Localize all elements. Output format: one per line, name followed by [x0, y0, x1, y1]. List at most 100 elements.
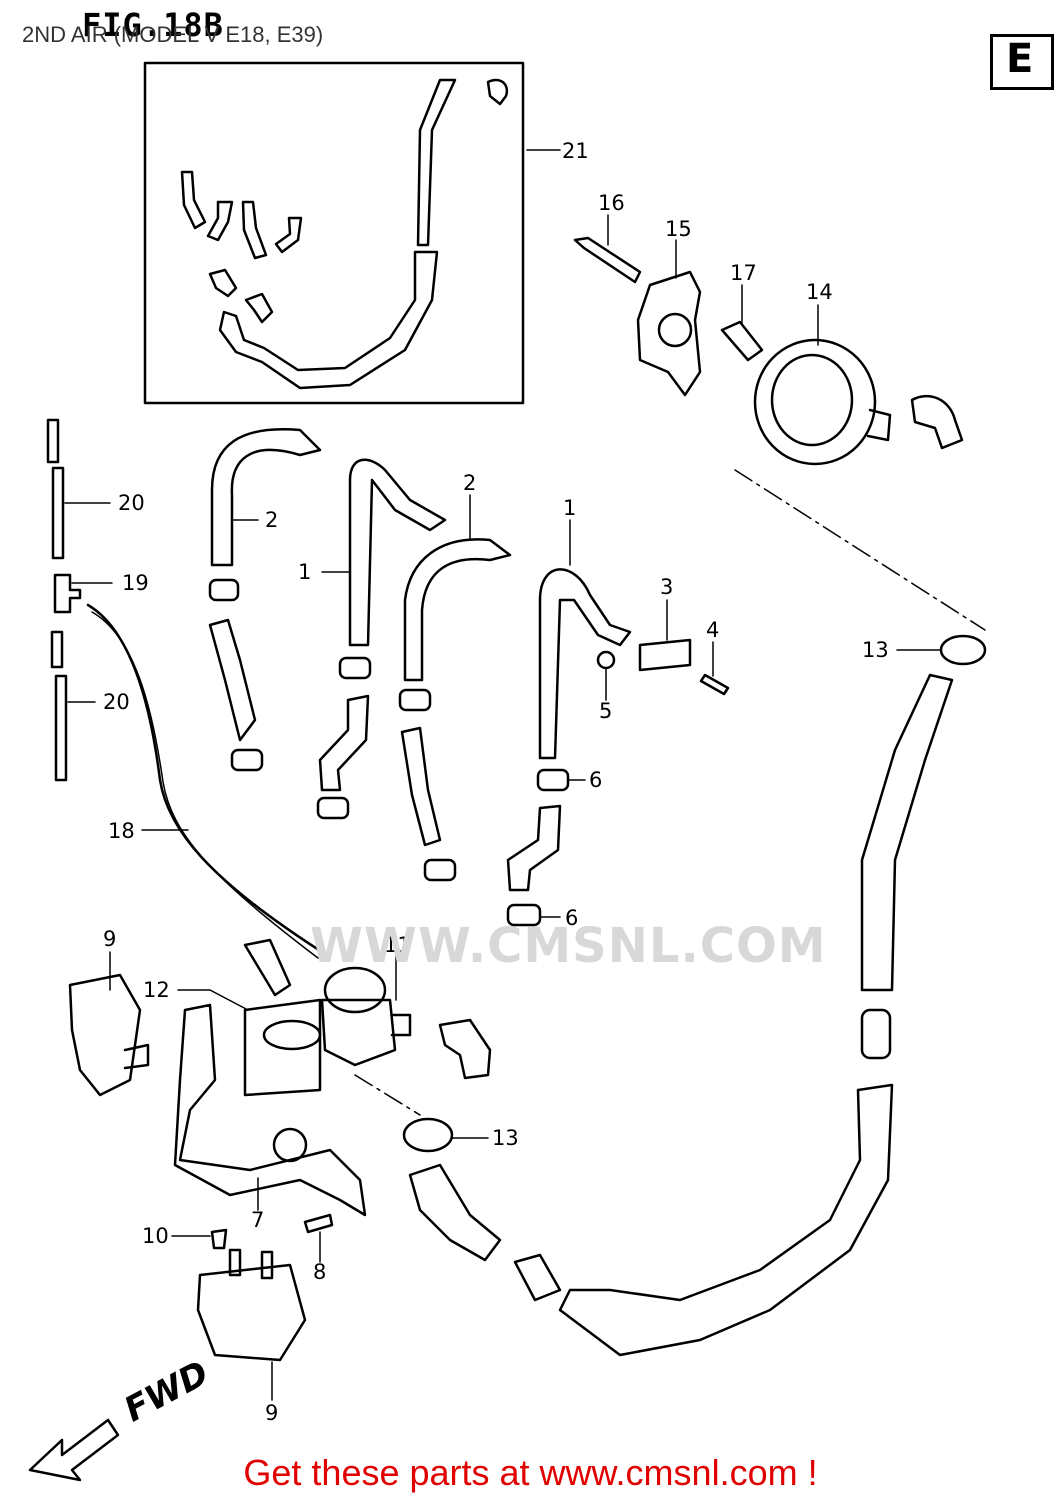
tube-20-upper-short [46, 418, 60, 464]
bracket-15-hole [657, 312, 693, 348]
callout-21: 21 [562, 139, 589, 163]
callout-7: 7 [251, 1208, 264, 1232]
callout-9-lower: 9 [265, 1401, 278, 1425]
elbow-hose-center [243, 938, 292, 997]
joint-pipe-lower [513, 1253, 562, 1302]
region-code-box [990, 34, 1054, 90]
figure-subtitle: 2ND AIR (MODEL V E18, E39) [22, 22, 324, 47]
valve-9-upper [68, 973, 142, 1097]
hose-1-right [538, 568, 632, 760]
big-hose-lower [558, 1083, 894, 1357]
clamp-6-c [338, 656, 372, 680]
callout-1-left: 1 [298, 560, 311, 584]
callout-5: 5 [599, 699, 612, 723]
callout-8: 8 [313, 1260, 326, 1284]
short-hose-a [208, 618, 257, 742]
short-hose-d [506, 804, 562, 892]
callout-2-left: 2 [265, 508, 278, 532]
callout-1-right: 1 [563, 496, 576, 520]
clamp-6-f [423, 858, 457, 882]
t-joint-19 [53, 573, 82, 614]
stud-4 [699, 673, 730, 696]
clamp-6-a [208, 578, 240, 602]
dashed-line-11-13 [354, 1074, 421, 1116]
callout-6-lower: 6 [565, 906, 578, 930]
callout-20-upper: 20 [118, 491, 145, 515]
kit-small-hose-4 [274, 216, 303, 254]
leader-12 [177, 989, 249, 1011]
tube-20-lower [54, 674, 68, 782]
kit-elbow-right [486, 78, 509, 106]
clamp-13-upper [939, 634, 987, 666]
kit-small-hose-1 [180, 170, 207, 230]
clamp-6-h [506, 903, 542, 927]
kit-elbow-1 [208, 268, 238, 298]
short-hose-lower-left [408, 1163, 502, 1262]
joint-pipe-right [860, 1008, 892, 1060]
callout-13-lower: 13 [492, 1126, 519, 1150]
short-hose-b [318, 694, 370, 792]
air-cleaner-14-lid [770, 353, 854, 447]
callout-16: 16 [598, 191, 625, 215]
fwd-arrow [28, 1418, 120, 1482]
clamp-13-lower [402, 1117, 454, 1153]
valve-9-lower [196, 1263, 307, 1362]
callout-2-middle: 2 [463, 471, 476, 495]
callout-4: 4 [706, 618, 719, 642]
callout-19: 19 [122, 571, 149, 595]
callout-12: 12 [143, 978, 170, 1002]
gasket-3 [638, 638, 692, 672]
short-hose-c [400, 726, 442, 847]
bracket-15 [636, 270, 702, 397]
hose-18 [86, 603, 324, 954]
callout-6-upper: 6 [589, 768, 602, 792]
elbow-hose-right [910, 394, 964, 450]
valve-11-outlet [390, 1013, 412, 1037]
valve-9-upper-port [123, 1043, 150, 1070]
callout-14: 14 [806, 280, 833, 304]
region-code: E [1006, 36, 1034, 82]
holder-12-ring [262, 1019, 322, 1051]
callout-11: 11 [384, 933, 411, 957]
bolt-8 [303, 1213, 334, 1234]
pipe-17 [720, 320, 764, 362]
footer-link[interactable]: Get these parts at www.cmsnl.com ! [243, 1452, 818, 1493]
callout-17: 17 [730, 261, 757, 285]
watermark-url: WWW.CMSNL.COM [310, 918, 827, 974]
air-cleaner-14 [753, 338, 877, 466]
clamp-6-g [536, 768, 570, 792]
big-hose-upper [860, 673, 954, 992]
bracket-7-hole [272, 1127, 308, 1163]
kit-small-hose-2 [206, 200, 234, 242]
dashed-line-14-13 [734, 469, 986, 631]
callout-13-upper: 13 [862, 638, 889, 662]
bolt-10 [210, 1228, 228, 1250]
callout-10: 10 [142, 1224, 169, 1248]
hose-2-left [210, 428, 322, 567]
air-cleaner-14-outlet [866, 408, 892, 442]
bracket-7 [173, 1003, 367, 1217]
hose-18-inner [91, 611, 319, 959]
clamp-6-d [316, 796, 350, 820]
valve-11-body [320, 998, 397, 1067]
tube-20-lower-short [50, 630, 64, 669]
elbow-hose-center-right [438, 1018, 492, 1080]
valve-9-lower-port-2 [260, 1250, 274, 1280]
kit-elbow-2 [244, 292, 274, 324]
holder-12 [243, 998, 322, 1097]
hose-1-middle [348, 458, 447, 647]
kit-bottom-hose [218, 250, 439, 390]
kit-long-hose [416, 78, 457, 247]
clamp-6-b [230, 748, 264, 772]
callout-18: 18 [108, 819, 135, 843]
nut-5 [596, 650, 616, 670]
callout-15: 15 [665, 217, 692, 241]
hose-2-middle [403, 538, 512, 682]
bolt-16 [573, 236, 642, 284]
figure-title: FIG.18B [82, 6, 224, 44]
valve-11-cap [323, 966, 387, 1014]
tube-20-upper [51, 466, 65, 560]
callout-3: 3 [660, 575, 673, 599]
callout-20-lower: 20 [103, 690, 130, 714]
